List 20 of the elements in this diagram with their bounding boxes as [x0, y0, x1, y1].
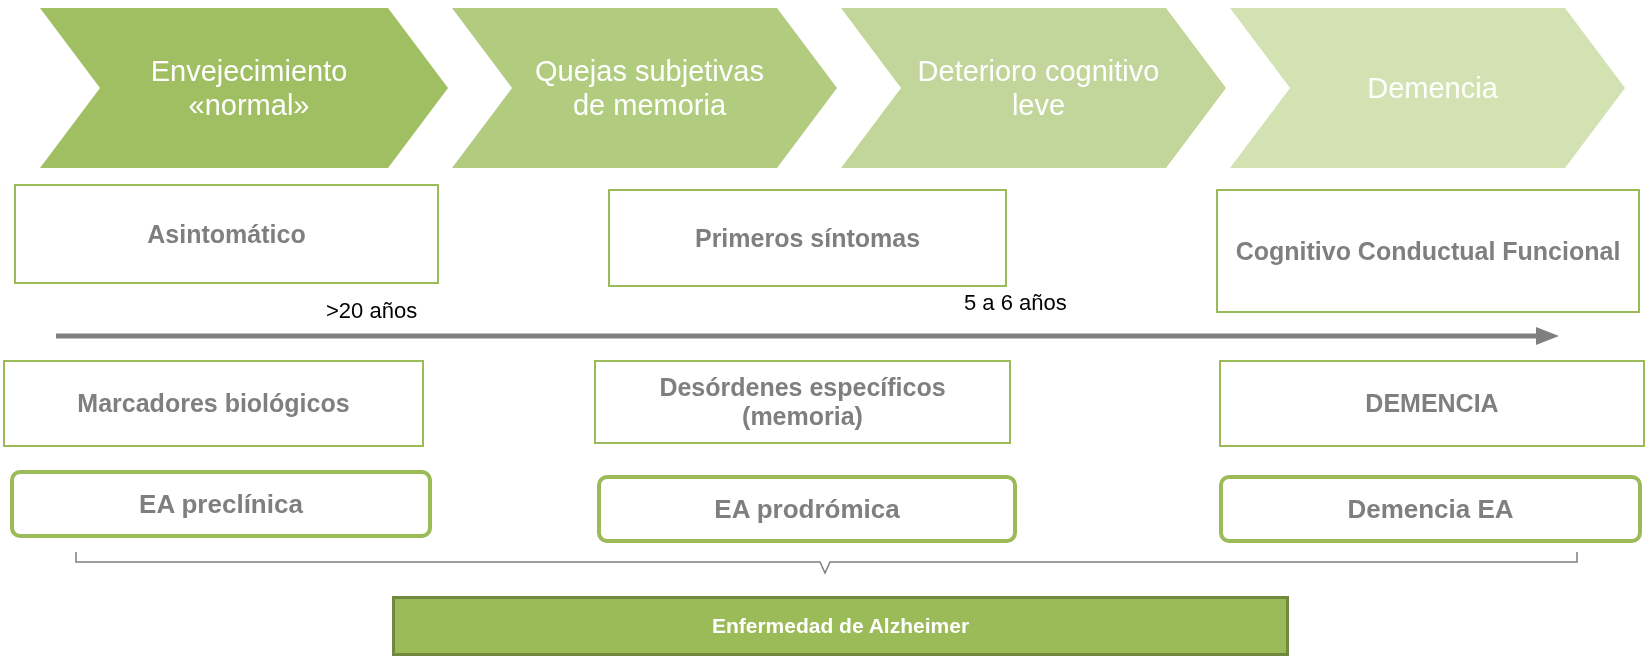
disease-banner: Enfermedad de Alzheimer — [392, 596, 1289, 656]
stage-label: Deterioro cognitivo leve — [916, 53, 1161, 123]
duration-label: >20 años — [326, 298, 418, 324]
info-box: DEMENCIA — [1219, 360, 1645, 447]
stage-label: Envejecimiento «normal» — [149, 53, 349, 123]
info-box: Marcadores biológicos — [3, 360, 424, 447]
stage-box: EA preclínica — [10, 470, 432, 538]
stage-box: EA prodrómica — [597, 475, 1017, 543]
info-box: Asintomático — [14, 184, 439, 284]
info-box: Primeros síntomas — [608, 189, 1007, 287]
stage-label: Quejas subjetivas de memoria — [534, 53, 765, 123]
stage-box: Demencia EA — [1219, 475, 1642, 543]
info-box: Desórdenes específicos (memoria) — [594, 360, 1011, 444]
duration-label: 5 a 6 años — [964, 290, 1067, 316]
stage-band — [841, 8, 1226, 168]
stage-label: Demencia — [1367, 70, 1498, 106]
stage-band — [452, 8, 837, 168]
stage-band — [1230, 8, 1625, 168]
info-box: Cognitivo Conductual Funcional — [1216, 189, 1640, 313]
stage-band — [40, 8, 448, 168]
